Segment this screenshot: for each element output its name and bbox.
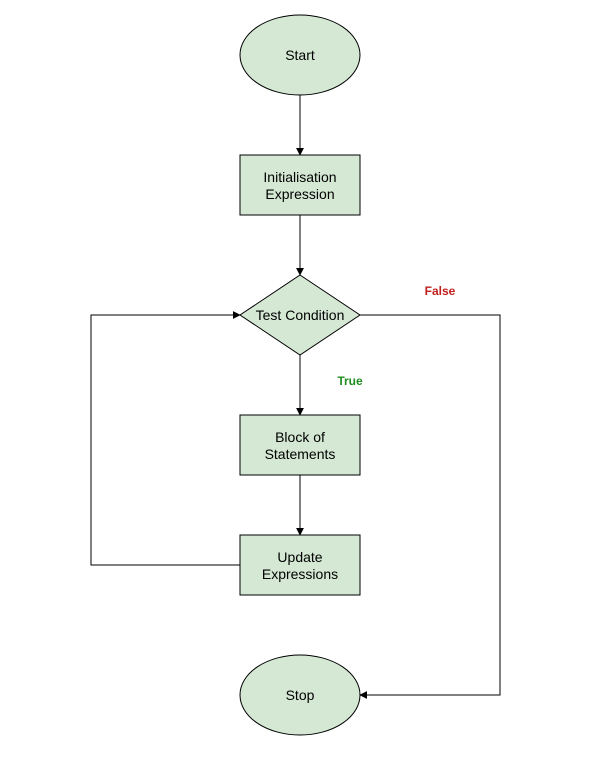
init-label-line1: Initialisation: [263, 169, 336, 185]
false-label: False: [425, 284, 456, 298]
init-node: Initialisation Expression: [239, 154, 361, 216]
update-node: Update Expressions: [239, 534, 361, 596]
start-label: Start: [285, 47, 315, 63]
block-label-line2: Statements: [265, 446, 336, 462]
update-label-line1: Update: [277, 549, 322, 565]
update-label-line2: Expressions: [262, 566, 338, 582]
stop-label: Stop: [286, 687, 315, 703]
test-condition-node: Test Condition: [239, 274, 361, 356]
block-label-line1: Block of: [275, 429, 325, 445]
edge-test-to-stop: [359, 314, 501, 699]
test-condition-label: Test Condition: [256, 307, 345, 323]
block-node: Block of Statements: [239, 414, 361, 476]
init-label-line2: Expression: [265, 186, 334, 202]
edge-update-to-test: [90, 311, 241, 566]
true-label: True: [337, 374, 363, 388]
start-node: Start: [239, 14, 361, 96]
stop-node: Stop: [239, 654, 361, 736]
